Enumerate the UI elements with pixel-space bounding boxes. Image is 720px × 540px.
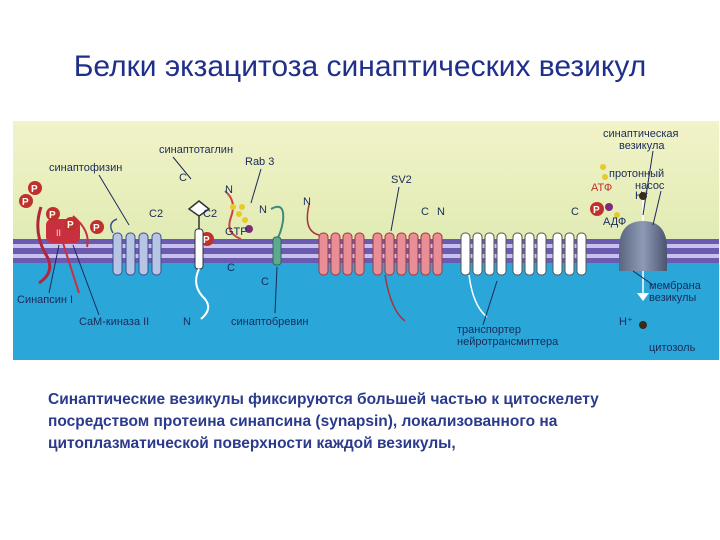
- label-pump-2: насос: [635, 180, 665, 192]
- svg-text:P: P: [203, 235, 210, 246]
- proton-pump: [619, 192, 667, 329]
- label-n-rab: N: [225, 184, 233, 196]
- label-c2b: C2: [203, 208, 217, 220]
- label-transporter: транспортер: [457, 324, 521, 336]
- transporter-protein: [460, 232, 587, 276]
- label-membrane-2: везикулы: [649, 292, 696, 304]
- label-rab3: Rab 3: [245, 156, 274, 168]
- camk-protein: [62, 215, 89, 294]
- label-pump: протонный: [609, 168, 664, 180]
- vesicle-lumen: [13, 121, 719, 251]
- svg-text:P: P: [93, 223, 100, 234]
- label-synapsin: Синапсин I: [17, 294, 73, 306]
- label-transporter-2: нейротрансмиттера: [457, 336, 559, 348]
- caption-text: Синаптические везикулы фиксируются больш…: [48, 389, 698, 455]
- sv2-protein: [318, 232, 443, 276]
- atp-molecules: [600, 164, 620, 218]
- label-sv2: SV2: [391, 174, 412, 186]
- caption-line-3: цитоплазматической поверхности каждой ве…: [48, 435, 456, 452]
- svg-text:II: II: [56, 228, 61, 238]
- label-cytosol: цитозоль: [649, 342, 696, 354]
- rab3-protein: [224, 190, 253, 240]
- synaptotagmin-protein: [187, 200, 211, 320]
- svg-text:P: P: [49, 210, 56, 221]
- label-camk: CaM-киназа II: [79, 316, 149, 328]
- label-n-synaptotagmin: N: [183, 316, 191, 328]
- label-vesicle: синаптическая: [603, 128, 678, 140]
- label-membrane: мембрана: [649, 280, 702, 292]
- synaptophysin-protein: [112, 232, 162, 276]
- label-h-plus-bottom: H⁺: [619, 316, 633, 328]
- label-c-synaptotagmin: C: [179, 172, 187, 184]
- caption-line-1: Синаптические везикулы фиксируются больш…: [48, 391, 599, 408]
- leader-lines: [48, 150, 662, 326]
- svg-text:P: P: [31, 184, 38, 195]
- svg-text:P: P: [593, 205, 600, 216]
- label-adp: АДФ: [603, 216, 626, 228]
- label-n-transporter: N: [437, 206, 445, 218]
- slide-title: Белки экзацитоза синаптических везикул: [73, 50, 647, 83]
- label-c-synaptobrevin: C: [261, 276, 269, 288]
- label-atp: АТФ: [591, 182, 612, 194]
- label-synaptotagmin: синаптотаглин: [159, 144, 233, 156]
- label-gtp: GTP: [225, 226, 248, 238]
- label-c-sv2: C: [421, 206, 429, 218]
- label-c2a: C2: [149, 208, 163, 220]
- label-c-rab: C: [227, 262, 235, 274]
- vesicle-protein-diagram: II P P P P P P P: [13, 121, 719, 360]
- synaptobrevin-protein: [270, 205, 285, 266]
- label-synaptophysin: синаптофизин: [49, 162, 122, 174]
- label-synaptobrevin: синаптобревин: [231, 316, 308, 328]
- caption-line-2: посредством протеина синапсина (synapsin…: [48, 413, 558, 430]
- svg-text:P: P: [67, 220, 74, 231]
- label-n-sv2: N: [303, 196, 311, 208]
- label-c-transporter: C: [571, 206, 579, 218]
- svg-text:P: P: [22, 197, 29, 208]
- label-n-synaptobrevin: N: [259, 204, 267, 216]
- label-vesicle-2: везикула: [619, 140, 665, 152]
